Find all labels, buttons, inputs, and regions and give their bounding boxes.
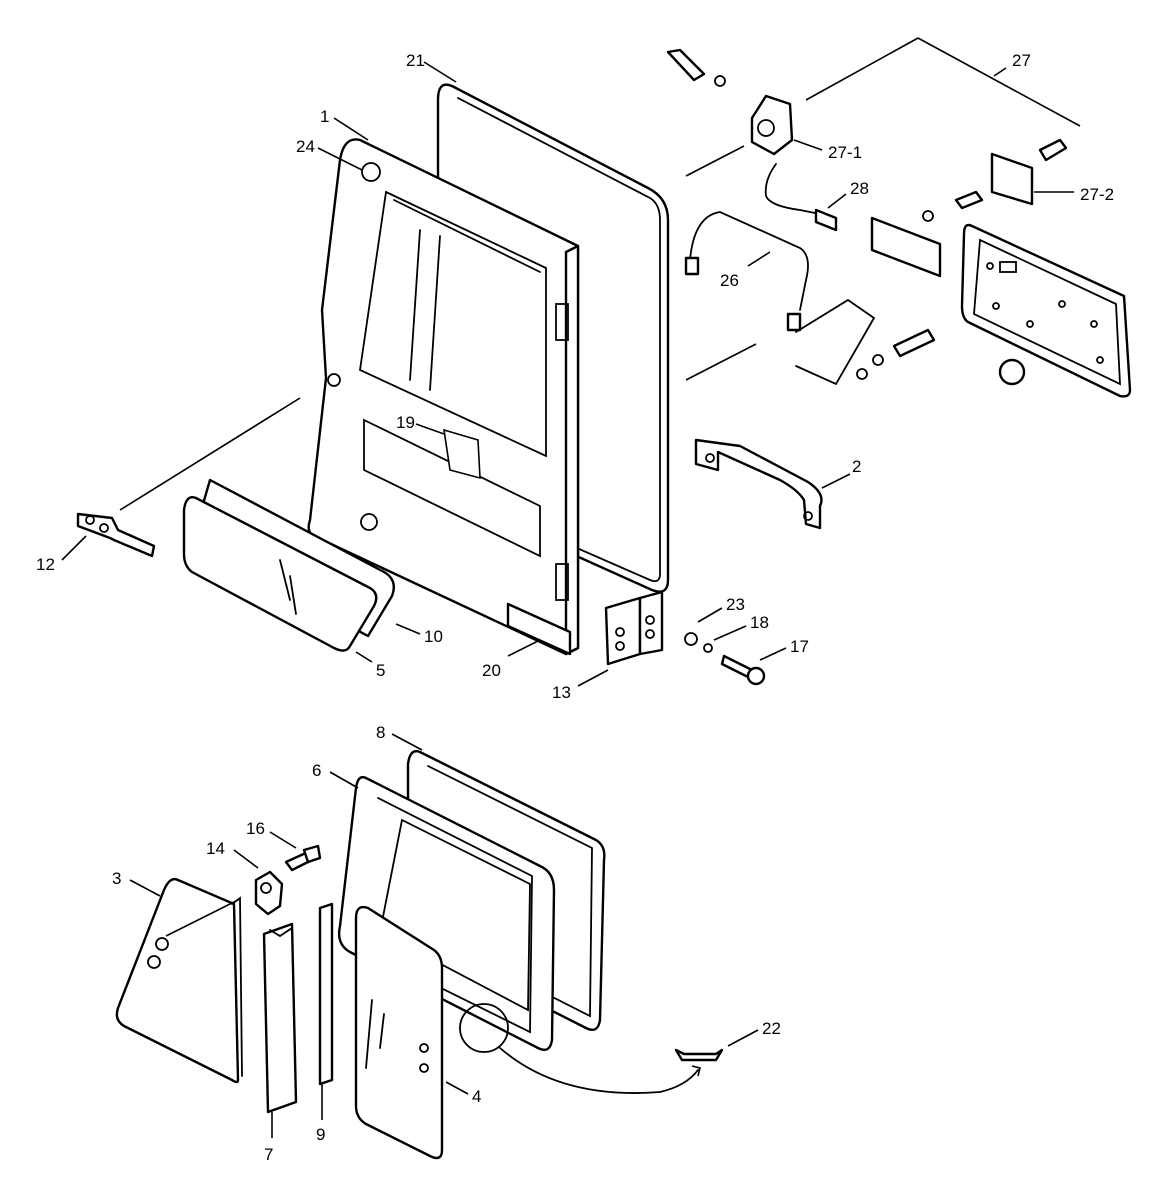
label-3: 3 xyxy=(112,869,121,888)
label-24: 24 xyxy=(296,137,315,156)
grab-handle-part-2 xyxy=(694,438,823,530)
label-19: 19 xyxy=(396,413,415,432)
catch-part-12 xyxy=(76,512,156,558)
label-10: 10 xyxy=(424,627,443,646)
window-glass-part-4 xyxy=(354,905,444,1160)
label-4: 4 xyxy=(472,1087,481,1106)
label-2: 2 xyxy=(852,457,861,476)
seal-section-part-22 xyxy=(459,1003,724,1094)
glass-and-seal-parts-10-5 xyxy=(182,478,395,652)
channel-part-7 xyxy=(262,922,298,1114)
leader-lines xyxy=(61,37,1081,1138)
label-27-2: 27-2 xyxy=(1080,185,1114,204)
label-13: 13 xyxy=(552,683,571,702)
label-27: 27 xyxy=(1012,51,1031,70)
corner-glass-part-3 xyxy=(115,877,243,1084)
label-6: 6 xyxy=(312,761,321,780)
screw-part-16 xyxy=(284,844,322,872)
label-23: 23 xyxy=(726,595,745,614)
label-18: 18 xyxy=(750,613,769,632)
label-22: 22 xyxy=(762,1019,781,1038)
clip-part-14 xyxy=(254,870,284,916)
hinge-part-13 xyxy=(604,590,766,686)
rubber-strip-part-9 xyxy=(318,902,334,1086)
door-panel-part-1 xyxy=(307,138,580,656)
label-8: 8 xyxy=(376,723,385,742)
label-20: 20 xyxy=(482,661,501,680)
label-1: 1 xyxy=(320,107,329,126)
label-5: 5 xyxy=(376,661,385,680)
label-17: 17 xyxy=(790,637,809,656)
part-labels: 21 1 24 27 27-1 27-2 28 26 19 2 12 10 5 … xyxy=(36,51,1114,1164)
label-21: 21 xyxy=(406,51,425,70)
label-12: 12 xyxy=(36,555,55,574)
label-7: 7 xyxy=(264,1145,273,1164)
label-14: 14 xyxy=(206,839,225,858)
label-26: 26 xyxy=(720,271,739,290)
label-27-1: 27-1 xyxy=(828,143,862,162)
label-28: 28 xyxy=(850,179,869,198)
latch-assembly-part-27 xyxy=(666,48,1132,398)
label-16: 16 xyxy=(246,819,265,838)
label-9: 9 xyxy=(316,1125,325,1144)
